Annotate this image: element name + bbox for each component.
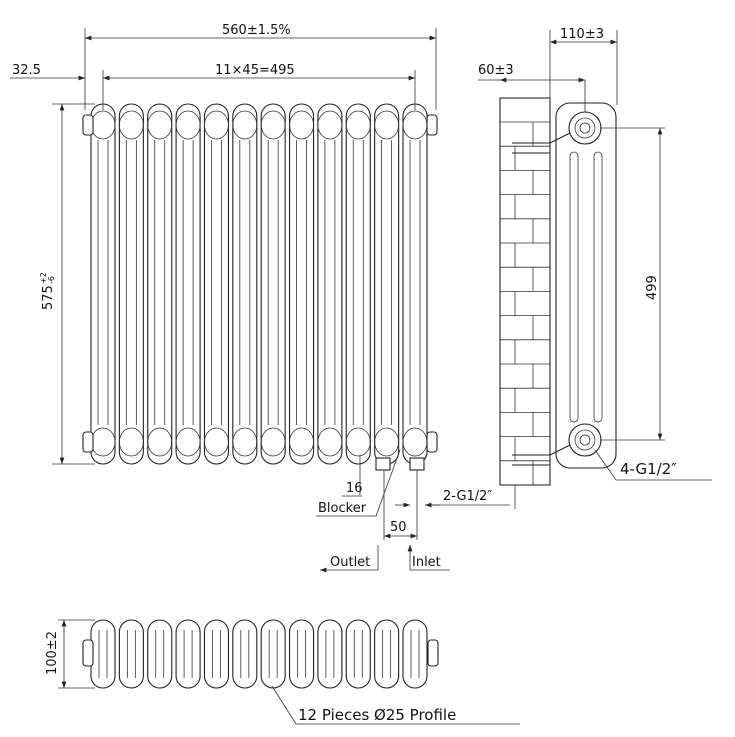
column-footer-bulb bbox=[317, 427, 343, 457]
radiator-column bbox=[374, 103, 400, 465]
profile-column bbox=[260, 619, 286, 689]
wall-offset-label: 60±3 bbox=[478, 63, 514, 78]
height-tol-minus: -6 bbox=[47, 276, 56, 284]
profile-column bbox=[317, 619, 343, 689]
side-depth-label: 110±3 bbox=[560, 27, 604, 42]
top-depth-label: 100±2 bbox=[45, 631, 60, 675]
tube bbox=[569, 151, 579, 423]
end-plug bbox=[426, 114, 438, 136]
inlet-valve bbox=[409, 457, 425, 471]
column-header-bulb bbox=[118, 110, 144, 140]
column-header-bulb bbox=[345, 110, 371, 140]
radiator-column bbox=[288, 103, 315, 465]
profile-column bbox=[402, 619, 428, 689]
outlet-label: Outlet bbox=[330, 555, 370, 570]
tappings-label: 4-G1/2″ bbox=[620, 460, 677, 478]
inlet-label: Inlet bbox=[412, 555, 441, 570]
tappings-leader bbox=[594, 449, 712, 481]
column-header-bulb bbox=[260, 110, 286, 140]
column-footer-bulb bbox=[345, 427, 371, 457]
tapping-circle bbox=[574, 117, 596, 139]
column-footer-bulb bbox=[118, 427, 144, 457]
column-header-bulb bbox=[289, 110, 314, 140]
column-footer-bulb bbox=[289, 427, 314, 457]
tapping-circle bbox=[574, 429, 596, 451]
radiator-column bbox=[203, 103, 230, 465]
radiator-side-body bbox=[555, 102, 617, 469]
wall-bracket bbox=[512, 444, 571, 456]
outlet-valve bbox=[375, 457, 391, 471]
tapping-circle bbox=[579, 434, 591, 446]
end-offset-label: 32.5 bbox=[12, 63, 41, 78]
height-tol-plus: +2 bbox=[39, 272, 48, 284]
profile-leader bbox=[271, 685, 520, 725]
end-plug bbox=[82, 639, 94, 667]
profile-column bbox=[232, 619, 258, 689]
top-view bbox=[58, 619, 520, 725]
end-plug bbox=[426, 431, 438, 453]
column-header-bulb bbox=[232, 110, 258, 140]
tapping-circle bbox=[579, 122, 591, 134]
wall-bracket bbox=[512, 132, 571, 144]
column-header-bulb bbox=[147, 110, 173, 140]
column-header-bulb bbox=[175, 110, 201, 140]
profile-label: 12 Pieces Ø25 Profile bbox=[298, 706, 456, 724]
end-plug bbox=[82, 431, 94, 453]
profile-column bbox=[288, 619, 315, 689]
centres-label: 499 bbox=[645, 275, 660, 300]
overall-width-label: 560±1.5% bbox=[222, 23, 291, 38]
tube bbox=[593, 151, 603, 423]
column-footer-bulb bbox=[204, 427, 229, 457]
column-footer-bulb bbox=[175, 427, 201, 457]
profile-column bbox=[175, 619, 201, 689]
radiator-column bbox=[402, 103, 428, 465]
column-footer-bulb bbox=[260, 427, 286, 457]
blocker-offset-label: 16 bbox=[346, 481, 363, 496]
profile-column bbox=[374, 619, 400, 689]
blocker-leader bbox=[316, 449, 401, 517]
outlet-arrow bbox=[320, 545, 379, 573]
radiator-column bbox=[147, 103, 173, 465]
profile-column bbox=[147, 619, 173, 689]
height-label: 575 bbox=[41, 285, 56, 310]
end-plug bbox=[82, 114, 94, 136]
radiator-column bbox=[90, 103, 116, 465]
profile-column bbox=[345, 619, 371, 689]
tapping-circle bbox=[568, 111, 602, 145]
connection-label: 2-G1/2″ bbox=[443, 489, 492, 504]
column-footer-bulb bbox=[232, 427, 258, 457]
radiator-column bbox=[175, 103, 201, 465]
profile-column bbox=[90, 619, 116, 689]
radiator-column bbox=[260, 103, 286, 465]
radiator-column bbox=[317, 103, 343, 465]
column-header-bulb bbox=[317, 110, 343, 140]
profile-column bbox=[118, 619, 144, 689]
front-view bbox=[10, 28, 510, 573]
profile-column bbox=[203, 619, 230, 689]
connection-spacing-label: 50 bbox=[390, 520, 407, 535]
column-footer-bulb bbox=[374, 427, 400, 457]
height-label-group: 575 +2 -6 bbox=[39, 272, 56, 310]
side-view bbox=[478, 30, 712, 509]
column-footer-bulb bbox=[147, 427, 173, 457]
radiator-column bbox=[118, 103, 144, 465]
column-header-bulb bbox=[374, 110, 400, 140]
section-pitch-label: 11×45=495 bbox=[215, 63, 295, 78]
blocker-label: Blocker bbox=[318, 501, 367, 516]
radiator-column bbox=[232, 103, 258, 465]
end-plug bbox=[427, 639, 439, 667]
inlet-arrow bbox=[407, 545, 450, 571]
radiator-column bbox=[345, 103, 371, 465]
column-header-bulb bbox=[204, 110, 229, 140]
